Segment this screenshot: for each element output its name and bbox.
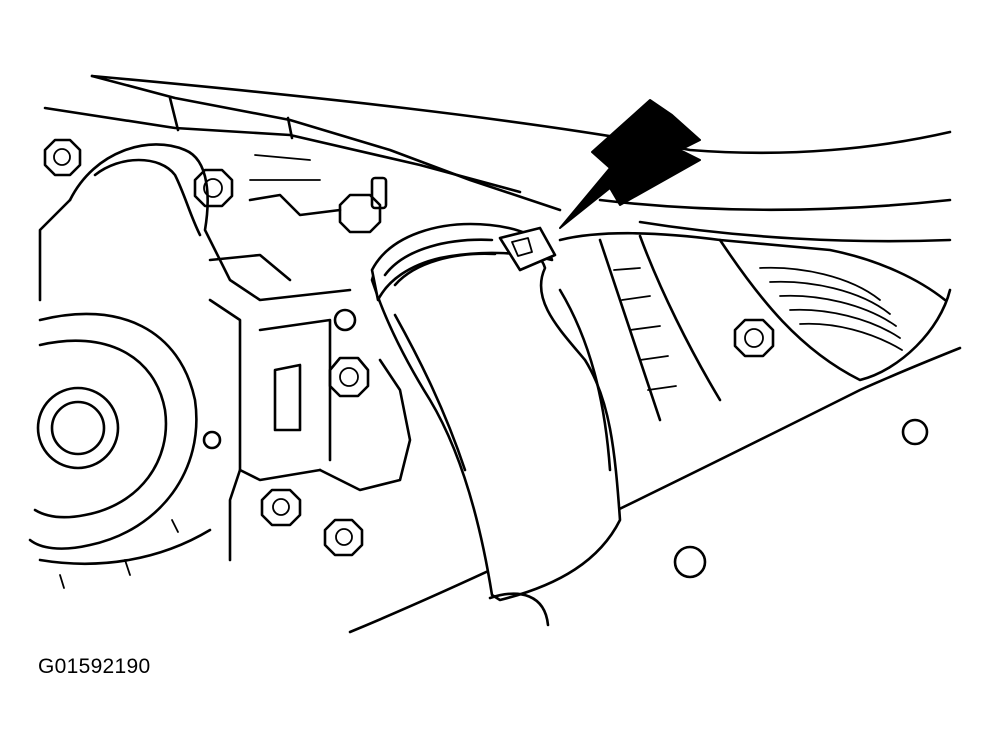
bolt-6 <box>733 318 775 358</box>
stud-bolt <box>338 176 388 234</box>
bolt-1 <box>43 138 82 177</box>
hose-clamp <box>370 222 557 302</box>
left-pulley <box>28 312 212 589</box>
mount-hole <box>673 545 707 579</box>
bolt-2 <box>193 168 234 208</box>
bolt-4 <box>260 488 302 527</box>
arrow-pointer-icon <box>559 99 701 229</box>
bolt-5 <box>323 518 364 557</box>
coolant-hose <box>370 230 622 627</box>
engine-upper-outline <box>43 74 952 243</box>
front-cover <box>38 143 412 562</box>
engine-right-block <box>348 231 962 634</box>
figure-id-label: G01592190 <box>38 655 151 678</box>
bolt-3 <box>328 356 370 398</box>
mount-hole <box>901 418 929 446</box>
